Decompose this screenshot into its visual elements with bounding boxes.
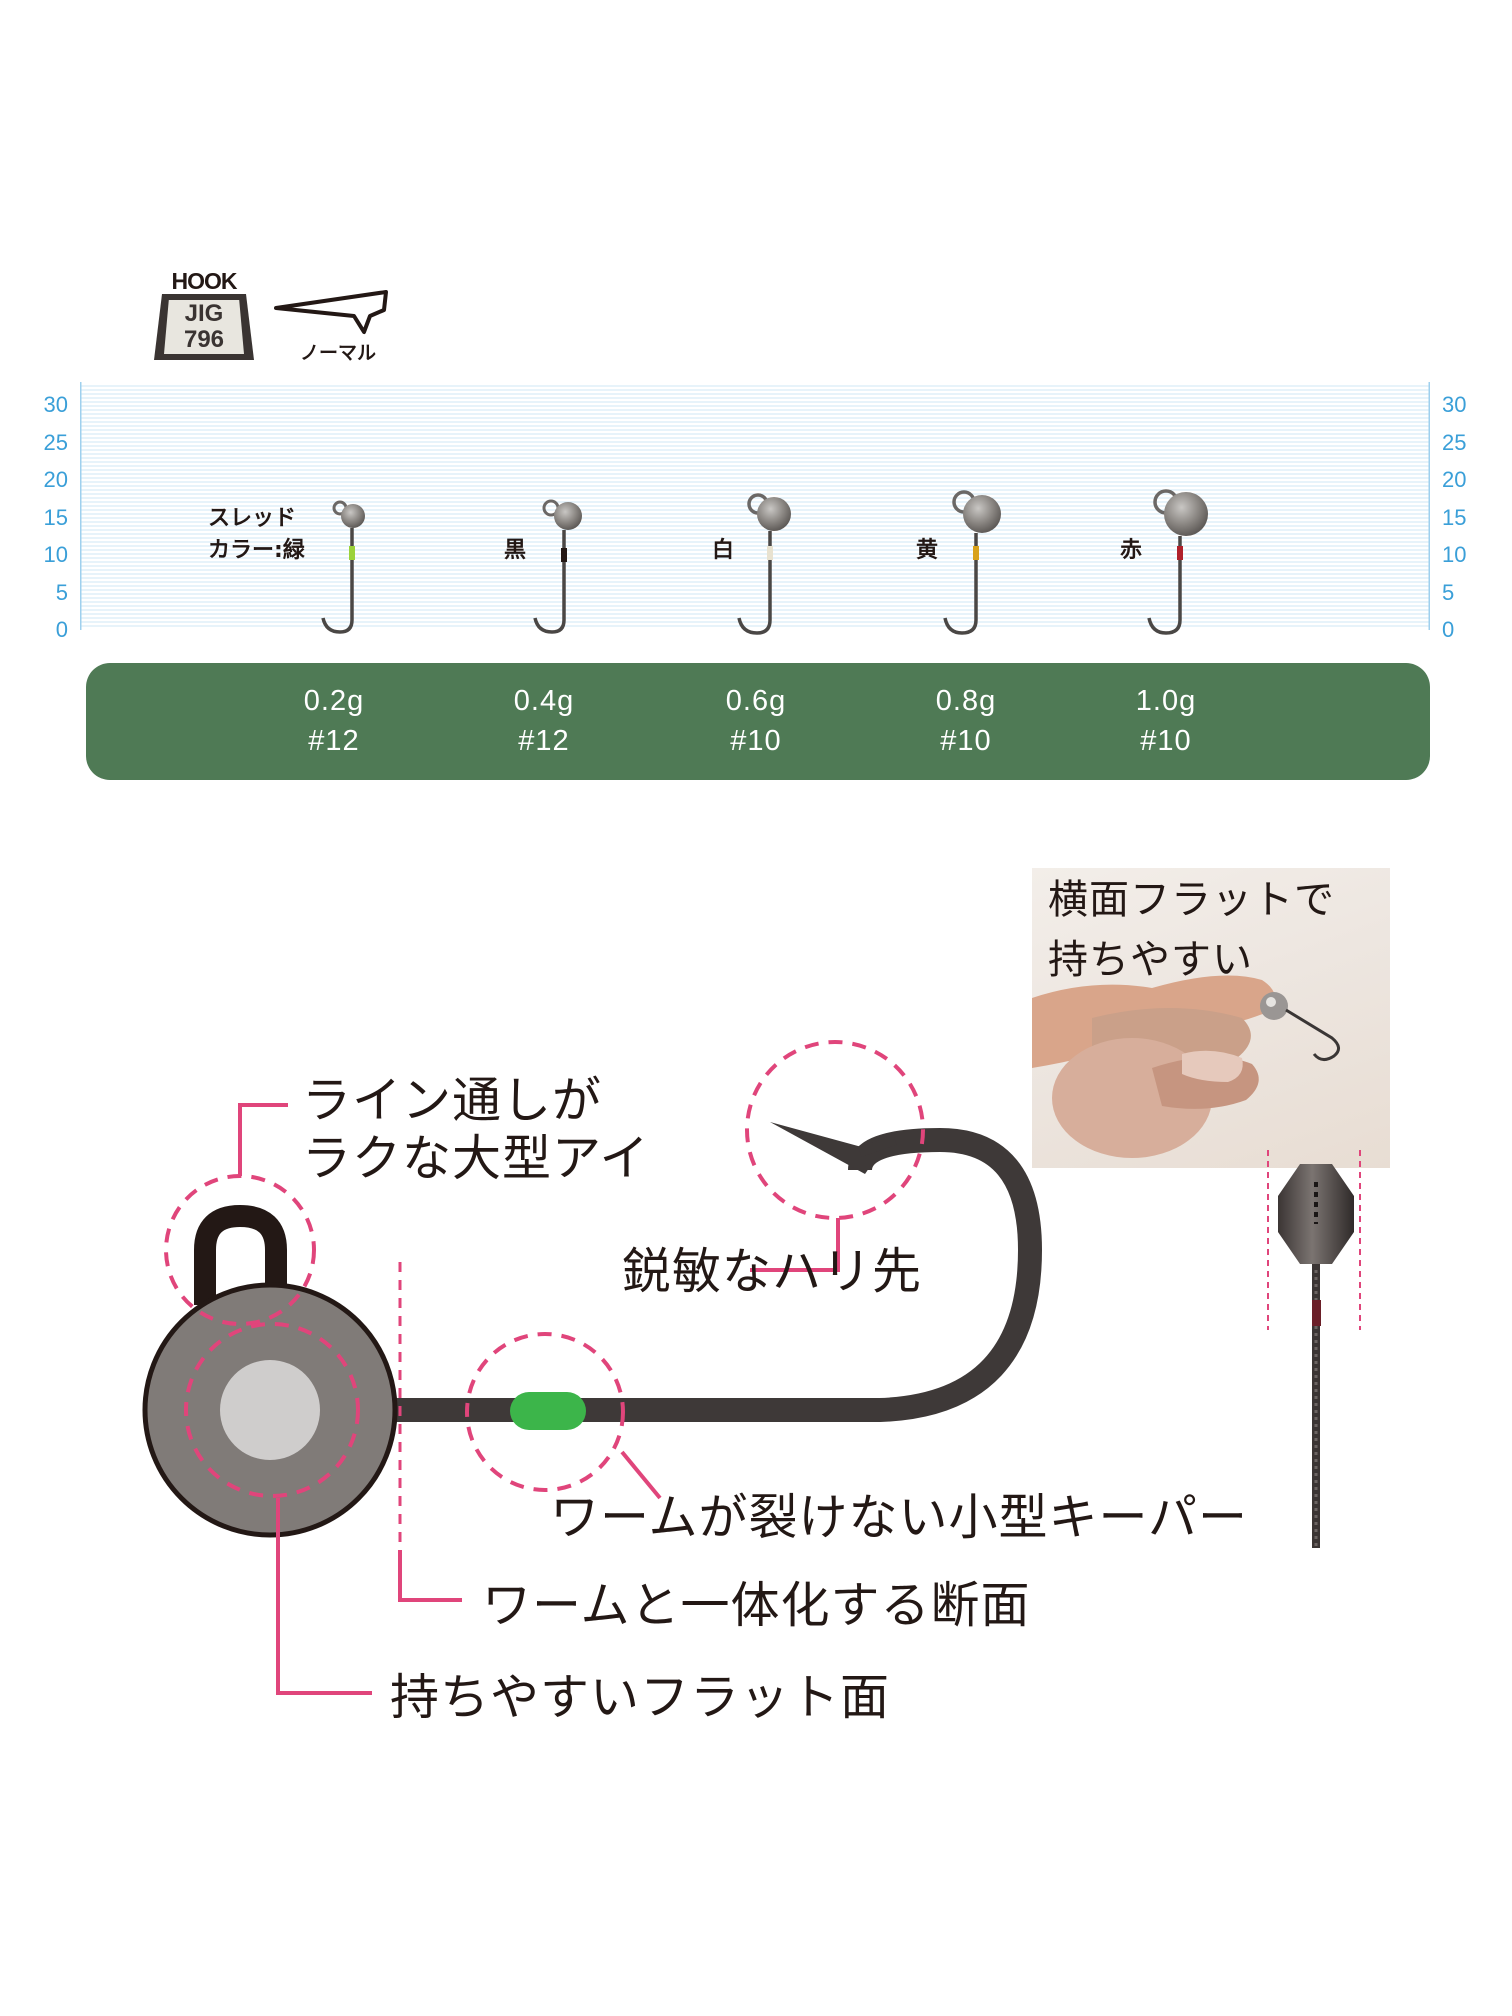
hook-type-label: ノーマル — [300, 342, 377, 364]
flat-face-callout: 持ちやすいフラット面 — [390, 1669, 891, 1726]
scale-tick-label: 0 — [1442, 617, 1455, 642]
spec-weight: 0.6g — [725, 685, 787, 717]
spec-hook-size: #12 — [308, 725, 360, 757]
spec-weight: 0.4g — [513, 685, 575, 717]
jig-side-view — [1267, 1150, 1361, 1548]
eye-callout: ライン通しが ラクな大型アイ — [302, 1072, 650, 1188]
jig-head-0-2g — [321, 500, 365, 634]
fingers-illustration — [1032, 975, 1340, 1158]
badge-796-text: 796 — [183, 326, 225, 353]
badge-plate-inner: JIG 796 — [164, 300, 244, 354]
flat-face — [220, 1360, 320, 1460]
scale-tick-label: 20 — [43, 467, 68, 492]
thread-color-black: 黒 — [504, 538, 527, 563]
photo-caption-line1: 横面フラットで — [1048, 877, 1335, 923]
spec-1-0g: 1.0g #10 — [1096, 681, 1236, 761]
jig-head-0-6g — [737, 493, 791, 635]
spec-0-4g: 0.4g #12 — [474, 681, 614, 761]
photo-caption: 横面フラットで 持ちやすい — [1048, 870, 1335, 990]
keeper-callout: ワームが裂けない小型キーパー — [550, 1489, 1249, 1546]
point-callout: 鋭敏なハリ先 — [622, 1243, 923, 1300]
spec-bar: 0.2g #12 0.4g #12 0.6g #10 0.8g #10 1.0g… — [86, 663, 1430, 780]
spec-weight: 0.8g — [935, 685, 997, 717]
jig-head-0-8g — [943, 490, 1001, 635]
photo-caption-line2: 持ちやすい — [1048, 937, 1253, 983]
jig-head-1-0g — [1147, 489, 1208, 635]
jig-structure-diagram — [142, 1040, 1043, 1695]
thread-color-red: 赤 — [1120, 538, 1143, 563]
jig-heads-lineup — [321, 489, 1208, 635]
eye-callout-line2: ラクな大型アイ — [302, 1130, 650, 1187]
hook-jig-796-badge: HOOK JIG 796 — [152, 268, 256, 364]
badge-hook-word: HOOK — [171, 268, 238, 294]
spec-0-6g: 0.6g #10 — [686, 681, 826, 761]
eye-callout-line1: ライン通しが — [302, 1072, 603, 1129]
spec-0-2g: 0.2g #12 — [264, 681, 404, 761]
scale-tick-label: 10 — [43, 542, 68, 567]
scale-tick-label: 25 — [1442, 429, 1467, 455]
scale-tick-label: 5 — [55, 579, 68, 605]
scale-tick-label: 30 — [43, 392, 68, 417]
spec-hook-size: #10 — [940, 725, 992, 757]
spec-0-8g: 0.8g #10 — [896, 681, 1036, 761]
thread-color-yellow: 黄 — [916, 538, 939, 563]
thread-color-heading: スレッド — [208, 506, 297, 531]
spec-weight: 1.0g — [1135, 685, 1197, 717]
normal-hook-shape-icon — [274, 290, 388, 334]
spec-weight: 0.2g — [303, 685, 365, 717]
badge-jig-text: JIG — [184, 300, 224, 327]
scale-tick-label: 0 — [55, 617, 68, 642]
scale-tick-label: 20 — [1442, 467, 1467, 492]
scale-tick-label: 30 — [1442, 392, 1467, 417]
badge-plate: JIG 796 — [154, 294, 254, 360]
keeper — [510, 1392, 586, 1430]
large-eye — [194, 1204, 287, 1305]
spec-hook-size: #10 — [730, 725, 782, 757]
thread-color-green: カラー:緑 — [208, 538, 305, 563]
scale-tick-label: 10 — [1442, 542, 1467, 567]
section-callout: ワームと一体化する断面 — [482, 1577, 1031, 1634]
spec-hook-size: #12 — [518, 725, 570, 757]
thread-color-white: 白 — [712, 538, 735, 563]
spec-hook-size: #10 — [1140, 725, 1192, 757]
grip-photo: 横面フラットで 持ちやすい — [1032, 868, 1390, 1168]
jig-head-0-4g — [533, 499, 582, 634]
scale-tick-label: 15 — [43, 504, 68, 530]
scale-tick-label: 25 — [43, 429, 68, 455]
hook-point — [770, 1122, 880, 1174]
scale-tick-label: 5 — [1442, 579, 1455, 605]
scale-tick-label: 15 — [1442, 504, 1467, 530]
